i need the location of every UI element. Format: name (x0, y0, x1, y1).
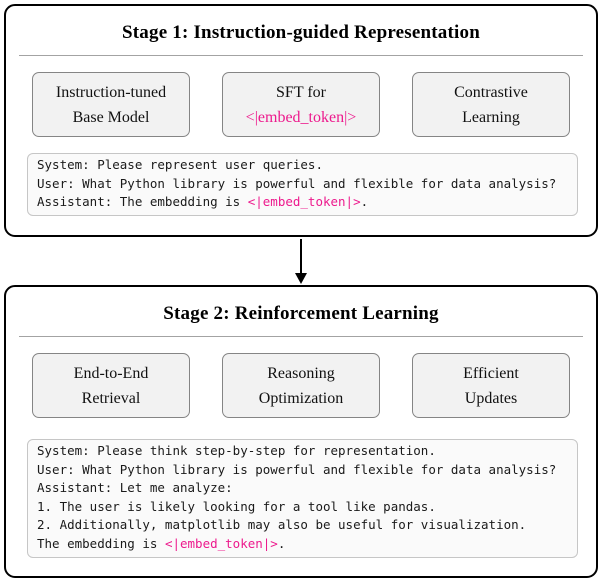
chat-text: 2. Additionally, matplotlib may also be … (37, 517, 527, 533)
chat-text: Assistant: The embedding is (37, 194, 248, 210)
arrow-head-icon (295, 273, 307, 284)
chat-line-system: System: Please think step-by-step for re… (37, 442, 568, 461)
chat-text: . (360, 194, 369, 210)
stage2-box-retrieval: End-to-End Retrieval (32, 353, 190, 418)
box-label-line: Learning (462, 108, 520, 126)
box-label-line: SFT for (276, 83, 326, 101)
box-label-line: Optimization (258, 389, 344, 407)
box-label-line: Instruction-tuned (55, 83, 167, 101)
stage2-panel: Stage 2: Reinforcement Learning End-to-E… (4, 285, 598, 578)
chat-line-assistant: Assistant: Let me analyze: (37, 479, 568, 498)
arrow-shaft (299, 239, 303, 274)
stage1-box-row: Instruction-tuned Base Model SFT for <|e… (32, 72, 570, 137)
chat-line-step2: 2. Additionally, matplotlib may also be … (37, 516, 568, 535)
stage1-box-base-model: Instruction-tuned Base Model (32, 72, 190, 137)
chat-text: The embedding is (37, 535, 165, 551)
embed-token-text: <|embed_token|> (247, 194, 361, 210)
stage2-box-reasoning: Reasoning Optimization (222, 353, 380, 418)
box-label-line: Efficient (463, 364, 519, 382)
embed-token-label: <|embed_token|> (245, 108, 357, 126)
stage2-chat-box: System: Please think step-by-step for re… (27, 439, 578, 558)
stage1-title: Stage 1: Instruction-guided Representati… (122, 22, 480, 43)
chat-text: 1. The user is likely looking for a tool… (37, 498, 436, 514)
box-label-line: Base Model (72, 108, 150, 126)
box-label-line: Contrastive (454, 83, 528, 101)
chat-line-step1: 1. The user is likely looking for a tool… (37, 498, 568, 517)
chat-text: System: Please think step-by-step for re… (37, 443, 436, 458)
chat-line-system: System: Please represent user queries. (37, 156, 568, 175)
stage1-chat-box: System: Please represent user queries. U… (27, 153, 578, 216)
chat-text: System: Please represent user queries. (37, 157, 323, 172)
chat-line-user: User: What Python library is powerful an… (37, 461, 568, 480)
down-arrow (0, 239, 602, 285)
stage2-box-row: End-to-End Retrieval Reasoning Optimizat… (32, 353, 570, 418)
chat-line-assistant: Assistant: The embedding is <|embed_toke… (37, 193, 568, 212)
chat-text: . (277, 535, 286, 551)
chat-text: User: What Python library is powerful an… (37, 461, 557, 477)
box-label-line: End-to-End (73, 364, 149, 382)
stage2-divider (19, 336, 583, 337)
stage1-divider (19, 55, 583, 56)
stage1-panel: Stage 1: Instruction-guided Representati… (4, 4, 598, 237)
embed-token-text: <|embed_token|> (164, 535, 278, 551)
chat-text: User: What Python library is powerful an… (37, 175, 557, 191)
chat-line-embedding: The embedding is <|embed_token|>. (37, 535, 568, 554)
chat-line-user: User: What Python library is powerful an… (37, 175, 568, 194)
stage1-box-contrastive: Contrastive Learning (412, 72, 570, 137)
box-label-line: Retrieval (81, 389, 141, 407)
box-label-line: Reasoning (267, 364, 335, 382)
stage2-title: Stage 2: Reinforcement Learning (163, 303, 439, 324)
chat-text: Assistant: Let me analyze: (37, 480, 233, 496)
stage2-box-updates: Efficient Updates (412, 353, 570, 418)
box-label-line: Updates (464, 389, 518, 407)
stage1-box-sft: SFT for <|embed_token|> (222, 72, 380, 137)
